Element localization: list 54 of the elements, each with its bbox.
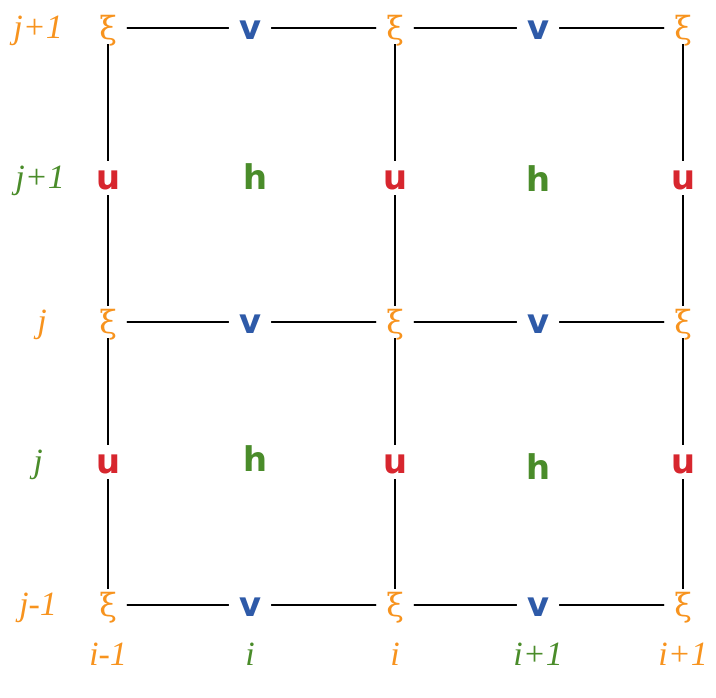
grid-line: [394, 338, 396, 445]
grid-line: [559, 321, 664, 323]
grid-variable: v: [228, 11, 272, 45]
grid-line: [271, 604, 376, 606]
grid-variable: u: [660, 161, 706, 195]
grid-line: [414, 27, 517, 29]
grid-variable: ξ: [664, 12, 702, 44]
grid-line: [271, 321, 376, 323]
grid-line: [682, 338, 684, 445]
grid-line: [682, 479, 684, 589]
index-label: i-1: [89, 638, 127, 672]
grid-variable: v: [516, 588, 560, 622]
grid-variable: v: [516, 11, 560, 45]
grid-variable: h: [242, 443, 268, 477]
grid-line: [414, 321, 517, 323]
grid-variable: v: [516, 305, 560, 339]
grid-variable: ξ: [89, 589, 127, 621]
grid-line: [107, 479, 109, 589]
grid-line: [394, 44, 396, 161]
grid-line: [394, 479, 396, 589]
index-label: i: [245, 638, 255, 672]
grid-variable: ξ: [664, 589, 702, 621]
grid-variable: v: [228, 588, 272, 622]
grid-line: [414, 604, 517, 606]
grid-line: [682, 44, 684, 161]
grid-variable: u: [86, 445, 130, 479]
grid-variable: u: [372, 445, 418, 479]
grid-variable: ξ: [376, 12, 414, 44]
grid-line: [126, 27, 229, 29]
grid-variable: ξ: [376, 306, 414, 338]
grid-variable: ξ: [664, 306, 702, 338]
grid-variable: h: [526, 451, 550, 485]
index-label: i+1: [513, 638, 563, 672]
grid-variable: h: [242, 161, 268, 195]
index-label: i: [390, 638, 400, 672]
grid-line: [559, 604, 664, 606]
grid-line: [107, 338, 109, 445]
grid-variable: u: [86, 161, 130, 195]
grid-variable: ξ: [376, 589, 414, 621]
grid-line: [271, 27, 376, 29]
grid-variable: u: [372, 161, 418, 195]
grid-line: [126, 321, 229, 323]
grid-variable: ξ: [89, 306, 127, 338]
grid-variable: h: [526, 163, 550, 197]
grid-line: [394, 195, 396, 306]
grid-variable: v: [228, 305, 272, 339]
grid-variable: ξ: [89, 12, 127, 44]
grid-variable: u: [660, 445, 706, 479]
grid-line: [682, 195, 684, 306]
index-label: i+1: [658, 638, 708, 672]
grid-line: [126, 604, 229, 606]
grid-line: [107, 44, 109, 161]
grid-line: [559, 27, 664, 29]
grid-line: [107, 195, 109, 306]
